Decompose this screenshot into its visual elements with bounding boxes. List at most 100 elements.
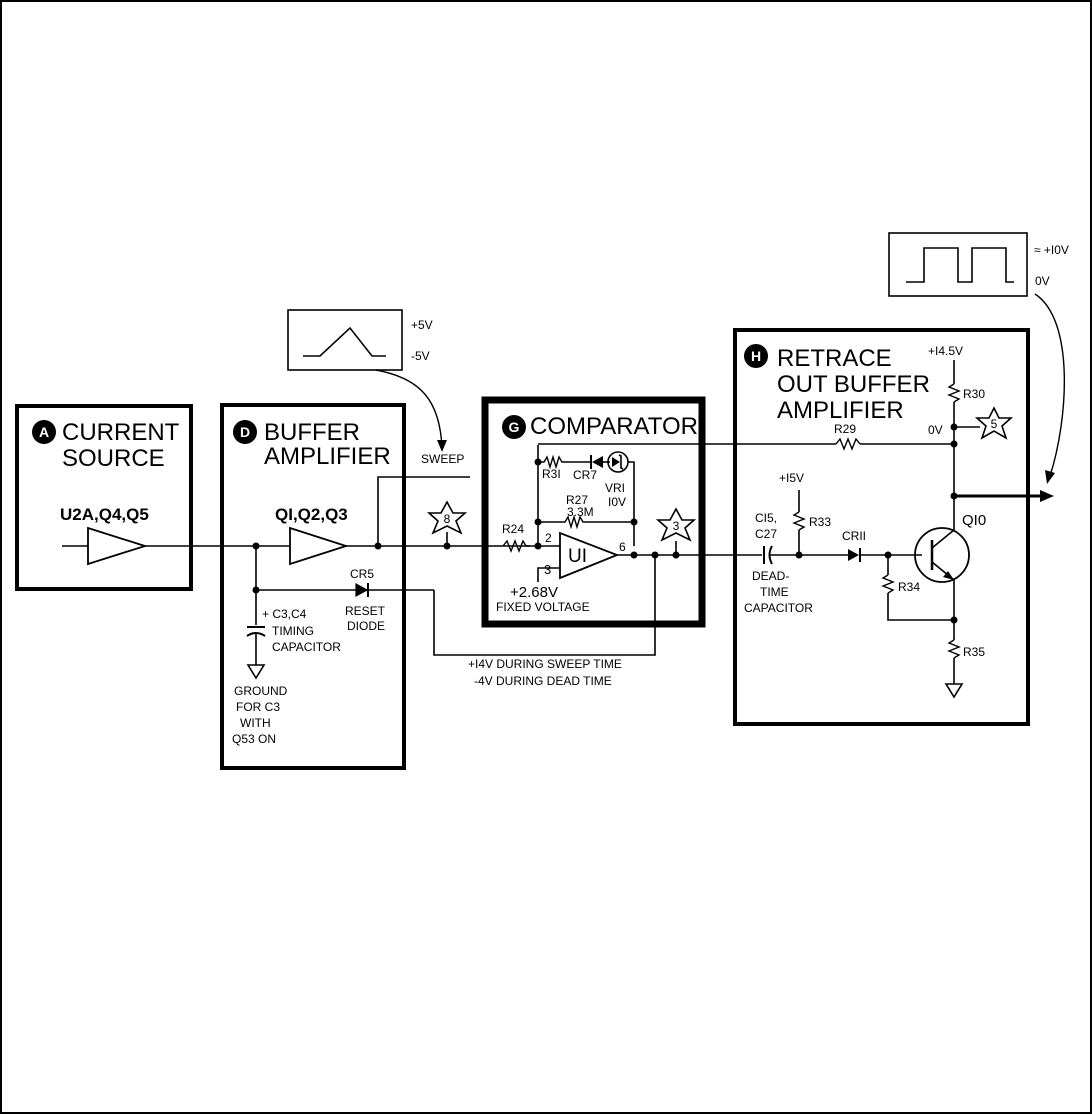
r27-value: 3.3M — [567, 505, 594, 519]
block-comparator-border — [481, 396, 706, 628]
retrace-square-trace — [906, 247, 1014, 283]
r33-resistor — [792, 511, 806, 531]
block-h-title-line2: OUT BUFFER — [777, 371, 930, 398]
block-comparator: G COMPARATOR R24 R3I CR7 VRI I0V R27 3.3… — [481, 396, 762, 628]
r35-resistor — [947, 639, 961, 659]
retrace-pointer-arrow — [1034, 293, 1066, 477]
fixed-voltage-value: +2.68V — [510, 584, 558, 601]
block-d-title-line1: BUFFER — [264, 419, 360, 446]
sweep-pointer-head — [437, 440, 447, 452]
c15-plate-right — [768, 545, 773, 565]
ground-label-line1: GROUND — [234, 684, 288, 698]
output-arrow-head — [1040, 490, 1054, 502]
q10-collector-lead — [931, 529, 955, 549]
vr1-value: I0V — [608, 495, 626, 509]
amplifier-a-symbol — [87, 526, 148, 566]
test-point-3: 3 — [655, 507, 697, 559]
cr5-label: CR5 — [350, 567, 374, 581]
block-a-marker — [32, 420, 56, 444]
block-d-marker — [233, 420, 257, 444]
ground-label-line2: FOR C3 — [236, 700, 280, 714]
cr11-label: CRII — [842, 529, 866, 543]
block-d-letter: D — [240, 424, 250, 440]
q10-emitter-arrow — [943, 571, 954, 580]
retrace-high-label: ≈ +I0V — [1034, 243, 1069, 257]
r33-label: R33 — [809, 515, 831, 529]
sweep-waveform-box — [287, 309, 403, 371]
junction-tp3 — [672, 551, 680, 559]
block-current-source-border — [15, 404, 193, 591]
ground-symbol-d — [246, 664, 266, 680]
junction-r33 — [795, 551, 803, 559]
timing-label-line1: TIMING — [272, 624, 314, 638]
dead-time-voltage-label: -4V DURING DEAD TIME — [474, 674, 612, 688]
ground-label-line4: Q53 ON — [232, 732, 276, 746]
retrace-low-label: 0V — [1035, 274, 1050, 288]
block-current-source: A CURRENT SOURCE U2A,Q4,Q5 — [15, 404, 193, 591]
junction-tp8 — [443, 542, 451, 550]
amplifier-d-symbol — [289, 526, 349, 566]
sweep-triangle-trace — [303, 326, 386, 357]
dead-time-cap-line1: DEAD- — [752, 569, 789, 583]
cr7-diode-symbol — [592, 456, 603, 468]
r27-label: R27 — [566, 493, 588, 507]
tp5-star — [974, 406, 1014, 440]
r29-resistor — [835, 437, 861, 451]
fixed-voltage-label: FIXED VOLTAGE — [496, 600, 590, 614]
block-g-title: COMPARATOR — [530, 413, 698, 440]
ground-label-line3: WITH — [240, 716, 271, 730]
u1-pin2: 2 — [545, 531, 552, 545]
block-h-title-line3: AMPLIFIER — [777, 397, 904, 424]
wire-fb-right-top — [628, 461, 635, 546]
r24-label: R24 — [502, 522, 524, 536]
sweep-low-label: -5V — [411, 349, 430, 363]
block-h-letter: H — [751, 348, 761, 364]
sweep-waveform: +5V -5V — [287, 309, 447, 452]
sweep-pointer-arrow — [375, 369, 443, 449]
block-d-parts: QI,Q2,Q3 — [275, 505, 348, 524]
r35-label: R35 — [963, 645, 985, 659]
block-h-marker — [744, 344, 768, 368]
r34-label: R34 — [898, 580, 920, 594]
cr11-diode-symbol — [848, 549, 859, 561]
junction-reset-feedback — [651, 551, 659, 559]
c15-label: CI5, — [755, 511, 777, 525]
sweep-label: SWEEP — [421, 452, 464, 466]
q10-transistor-circle — [914, 527, 970, 583]
wire-sweep-tap — [377, 476, 470, 546]
r29-label: R29 — [834, 422, 856, 436]
block-a-title-line1: CURRENT — [62, 419, 180, 446]
reset-label-line2: DIODE — [347, 619, 385, 633]
cr7-label: CR7 — [573, 468, 597, 482]
dead-time-cap-line2: TIME — [760, 585, 789, 599]
test-point-8: 8 — [426, 500, 468, 550]
vr1-zener-bar — [618, 454, 624, 470]
retrace-pointer-head — [1045, 470, 1055, 484]
u1-pin6: 6 — [619, 540, 626, 554]
sweep-time-label: +I4V DURING SWEEP TIME — [468, 657, 622, 671]
junction-u1-out — [630, 551, 638, 559]
block-a-letter: A — [39, 424, 49, 440]
block-retrace-buffer: H RETRACE OUT BUFFER AMPLIFIER +I4.5V R3… — [733, 328, 1030, 726]
c3c4-label: + C3,C4 — [262, 607, 307, 621]
block-buffer-amplifier: D BUFFER AMPLIFIER QI,Q2,Q3 SWEEP CR5 RE… — [220, 403, 530, 770]
u1-pin3: 3 — [544, 562, 551, 577]
reset-label-line1: RESET — [345, 604, 386, 618]
vr1-zener-symbol — [612, 457, 620, 467]
v145-label: +I4.5V — [928, 344, 963, 358]
r27-resistor — [538, 514, 634, 530]
block-h-title-line1: RETRACE — [777, 345, 892, 372]
r31-resistor — [538, 454, 590, 470]
block-retrace-buffer-border — [733, 328, 1030, 726]
retrace-waveform: ≈ +I0V 0V — [888, 232, 1069, 484]
tp5-number: 5 — [991, 417, 998, 431]
timing-label-line2: CAPACITOR — [272, 640, 341, 654]
block-a-title-line2: SOURCE — [62, 445, 165, 472]
vr1-label: VRI — [605, 481, 625, 495]
wire-u1-noninv — [537, 567, 560, 582]
wire-reset-feedback — [433, 555, 656, 656]
c27-label: C27 — [755, 527, 777, 541]
tp8-star — [426, 500, 468, 535]
